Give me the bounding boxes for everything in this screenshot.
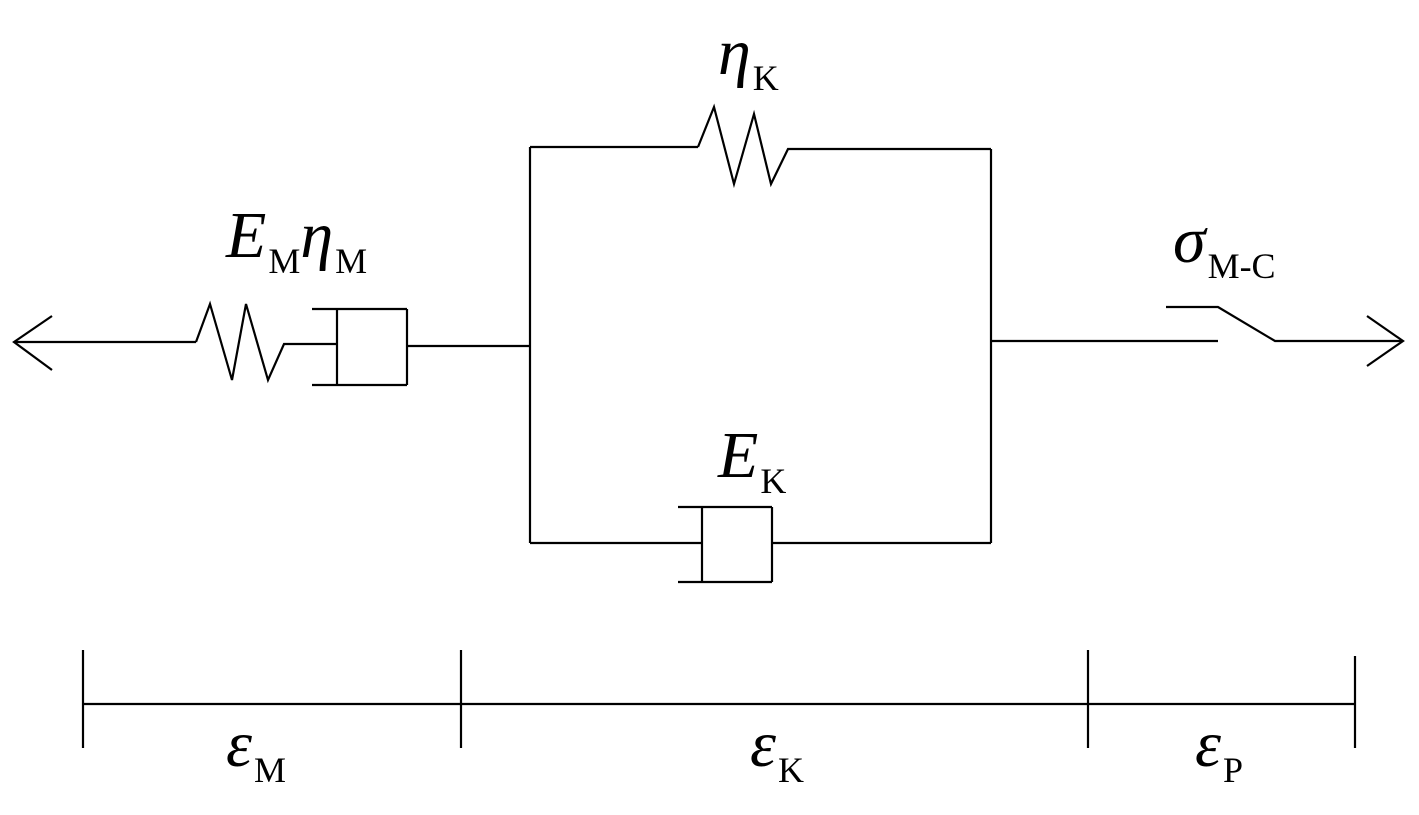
label-e-k: EK bbox=[718, 423, 786, 500]
symbol-sigma: σ bbox=[1173, 204, 1206, 277]
subscript-m: M bbox=[335, 241, 368, 282]
symbol-e: E bbox=[718, 419, 759, 492]
label-eps-k: εK bbox=[750, 712, 804, 789]
subscript-m: M bbox=[254, 750, 287, 791]
subscript-k: K bbox=[752, 58, 779, 99]
label-eps-p: εP bbox=[1195, 712, 1243, 789]
subscript-p: P bbox=[1223, 750, 1244, 791]
label-eta-k: ηK bbox=[718, 20, 779, 97]
maxwell-dashpot bbox=[312, 307, 409, 387]
symbol-e: E bbox=[226, 199, 267, 272]
kelvin-spring bbox=[696, 103, 991, 189]
symbol-epsilon: ε bbox=[226, 708, 253, 781]
symbol-eta: η bbox=[718, 16, 751, 89]
subscript-k: K bbox=[760, 461, 787, 502]
maxwell-spring bbox=[194, 300, 337, 384]
symbol-epsilon: ε bbox=[1195, 708, 1222, 781]
symbol-eta: η bbox=[300, 199, 334, 272]
plastic-slider bbox=[1166, 305, 1403, 343]
subscript-k: K bbox=[778, 750, 805, 791]
subscript-m: M bbox=[268, 241, 301, 282]
right-arrow-head bbox=[1366, 315, 1405, 367]
label-eps-m: εM bbox=[226, 712, 286, 789]
label-sigma-mc: σM-C bbox=[1173, 208, 1276, 285]
kelvin-dashpot bbox=[678, 505, 774, 584]
symbol-epsilon: ε bbox=[750, 708, 777, 781]
subscript-mc: M-C bbox=[1207, 246, 1276, 287]
label-e-m-eta-m: EMηM bbox=[226, 203, 367, 280]
